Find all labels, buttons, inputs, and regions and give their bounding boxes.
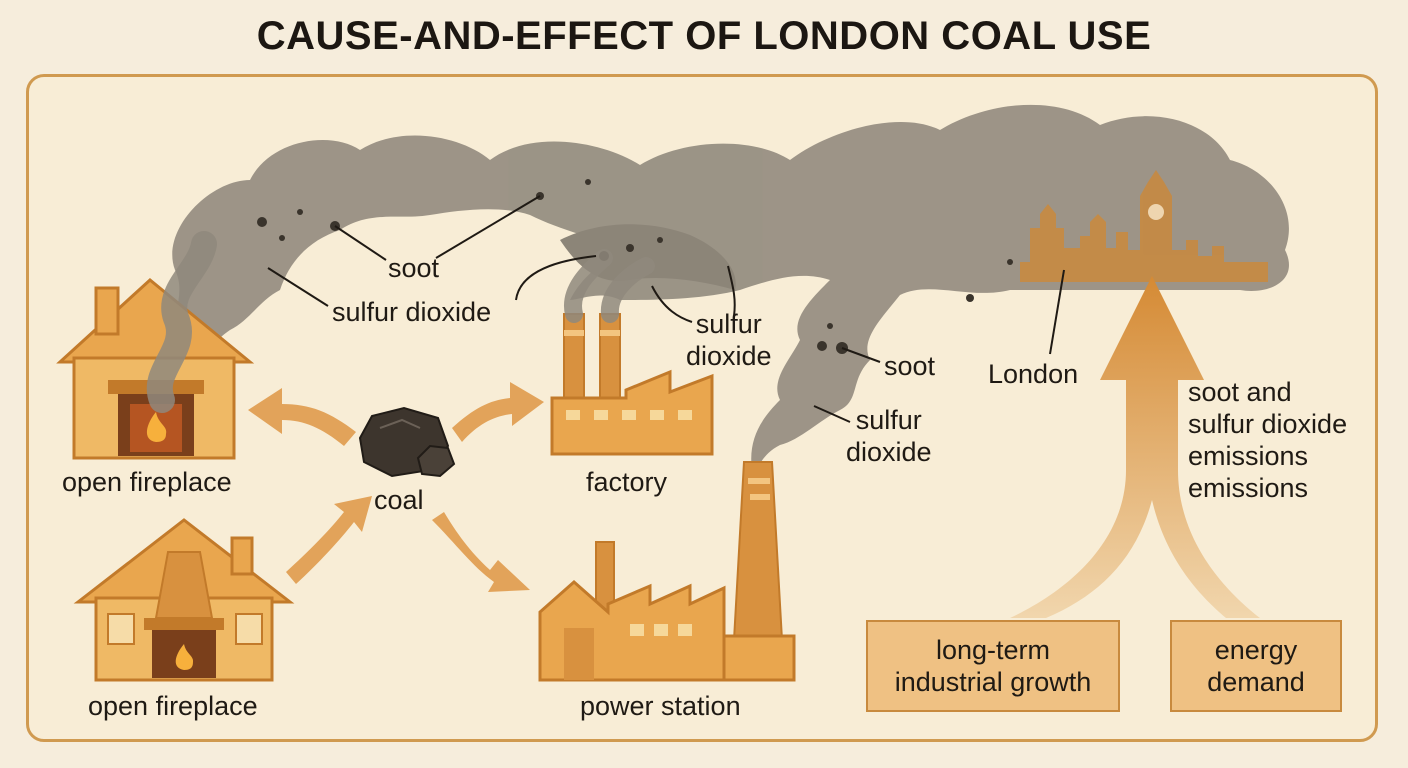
soot-particles	[257, 179, 1013, 354]
arrow-fireplace-to-coal	[286, 496, 372, 584]
leader-lines	[267, 195, 1065, 423]
arrow-coal-to-fireplace	[248, 388, 356, 446]
label-power-station: power station	[580, 691, 741, 721]
smoke-cloud	[172, 104, 1289, 470]
label-soot-right: soot	[884, 351, 936, 381]
arrow-coal-to-factory	[452, 382, 544, 442]
arrow-coal-to-power-station	[432, 512, 530, 592]
label-sulfur-dioxide-factory: sulfur dioxide	[686, 309, 772, 371]
power-station	[538, 461, 796, 682]
box-energy-demand: energy demand	[1170, 620, 1342, 712]
fire-icon	[146, 412, 167, 442]
fire-icon	[175, 644, 194, 670]
coal-icon	[358, 406, 456, 478]
label-factory: factory	[586, 467, 668, 497]
box-industrial-growth: long-term industrial growth	[866, 620, 1120, 712]
factory	[550, 313, 714, 456]
label-coal: coal	[374, 485, 424, 515]
label-soot-left: soot	[388, 253, 440, 283]
house-bottom	[73, 518, 295, 682]
label-sulfur-dioxide-left: sulfur dioxide	[332, 297, 492, 327]
label-london: London	[988, 359, 1079, 389]
london-skyline	[1020, 170, 1268, 282]
emissions-arrow	[1010, 276, 1260, 618]
label-sulfur-dioxide-power: sulfur dioxide	[846, 405, 932, 467]
label-emissions: soot and sulfur dioxide emissions emissi…	[1188, 377, 1348, 503]
label-fireplace-top: open fireplace	[62, 467, 232, 497]
diagram-title: CAUSE-AND-EFFECT OF LONDON COAL USE	[256, 14, 1152, 58]
label-fireplace-bottom: open fireplace	[88, 691, 258, 721]
